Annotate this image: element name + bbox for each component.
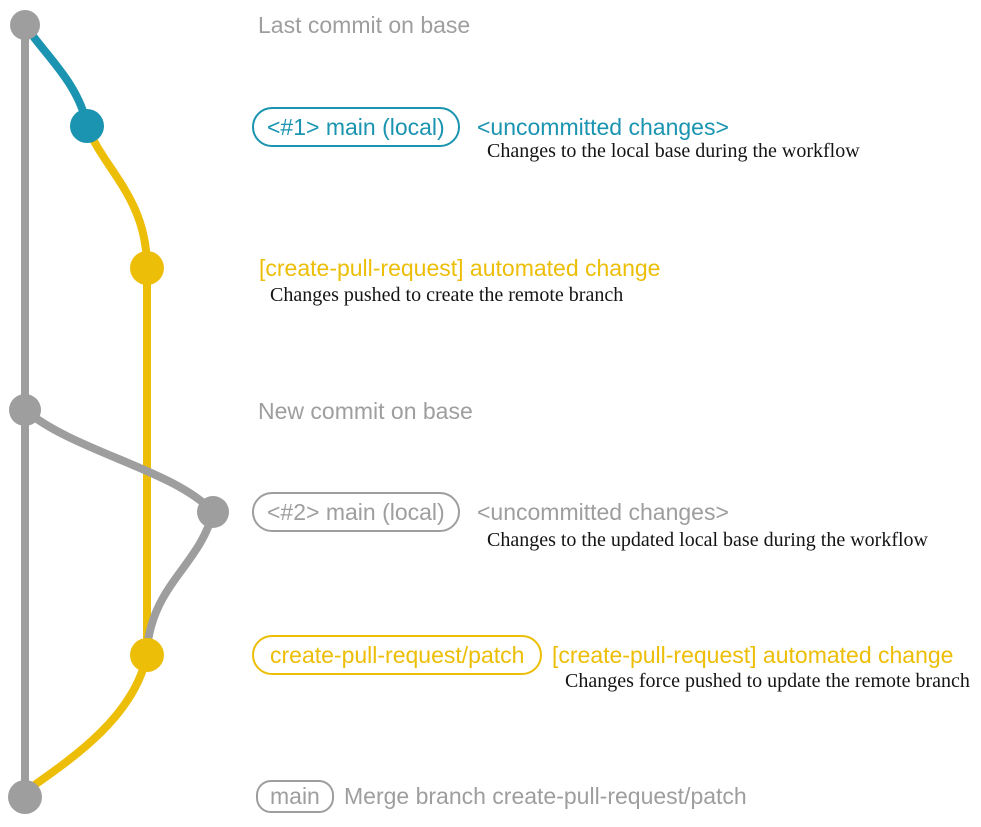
local-main-rebase-segment-in (143, 508, 217, 654)
commit-message-uncommitted-2: <uncommitted changes> (477, 499, 729, 525)
branch-badge-main-local-1: <#1> main (local) (252, 107, 460, 147)
branch-badge-main: main (256, 780, 334, 813)
git-graph (8, 10, 229, 814)
patch-branch-segment (83, 122, 151, 659)
commit-message-automated-1: [create-pull-request] automated change (259, 255, 661, 281)
branch-badge-patch: create-pull-request/patch (252, 635, 543, 675)
local-main-branch-segment (21, 21, 91, 130)
commit-node-local-main-2 (197, 496, 229, 528)
note-pushed-create: Changes pushed to create the remote bran… (270, 284, 624, 306)
commit-node-base-new (9, 394, 41, 426)
commit-message-automated-2: [create-pull-request] automated change (552, 642, 954, 668)
note-force-pushed: Changes force pushed to update the remot… (565, 670, 970, 692)
commit-message-merge: Merge branch create-pull-request/patch (344, 783, 747, 809)
commit-node-patch-2 (130, 638, 164, 672)
note-local-base: Changes to the local base during the wor… (487, 140, 860, 162)
commit-node-patch-1 (130, 251, 164, 285)
branch-badge-main-local-2: <#2> main (local) (252, 492, 460, 532)
commit-node-base-tip (10, 10, 40, 40)
commit-message-uncommitted-1: <uncommitted changes> (477, 114, 729, 140)
commit-node-merge (8, 780, 42, 814)
patch-merge-segment (22, 651, 151, 795)
annotation-new-commit: New commit on base (258, 398, 473, 424)
note-updated-local-base: Changes to the updated local base during… (487, 529, 928, 551)
local-main-rebase-segment-out (21, 406, 217, 516)
annotation-last-commit: Last commit on base (258, 12, 471, 38)
commit-node-local-main-1 (70, 109, 104, 143)
